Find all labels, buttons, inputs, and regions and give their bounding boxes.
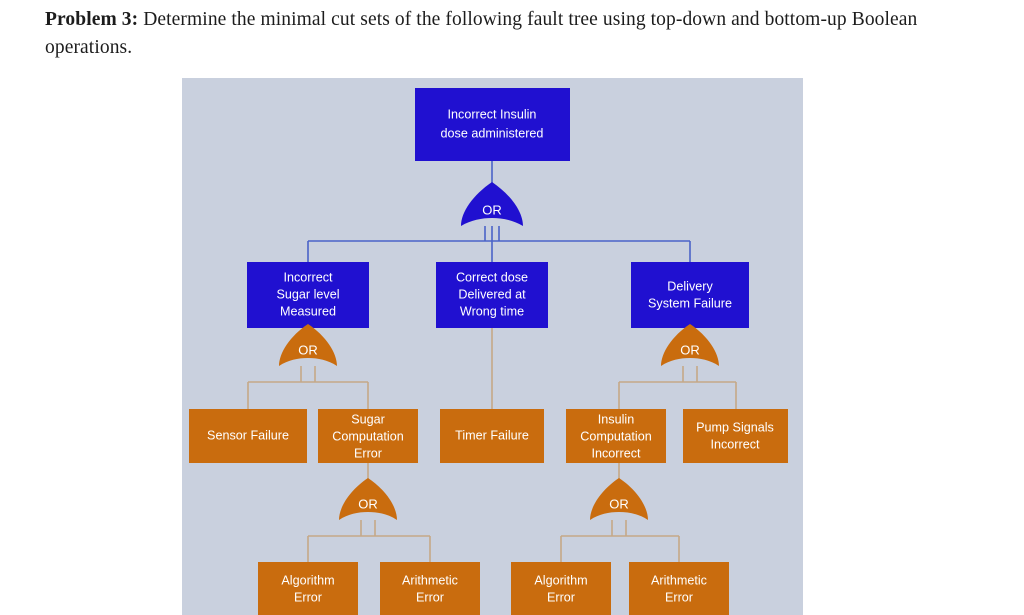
connector-group-top bbox=[307, 161, 691, 262]
gate-or-delivery-system-failure-label: OR bbox=[680, 342, 700, 357]
node-algorithm-error-right-line-2: Error bbox=[547, 590, 575, 604]
node-arithmetic-error-left-line-1: Arithmetic bbox=[402, 573, 458, 587]
node-sugar-computation-error-line-1: Sugar bbox=[351, 412, 385, 426]
node-delivery-system-failure-line-2: System Failure bbox=[648, 296, 732, 310]
node-incorrect-sugar-level-measured-line-2: Sugar level bbox=[276, 287, 339, 301]
node-sensor-failure-box[interactable] bbox=[189, 409, 307, 463]
node-insulin-computation-incorrect-line-1: Insulin bbox=[598, 412, 634, 426]
node-algorithm-error-right[interactable]: Algorithm Error bbox=[511, 562, 611, 615]
gate-or-insulin-computation-incorrect[interactable]: OR bbox=[590, 478, 648, 520]
node-arithmetic-error-right-line-1: Arithmetic bbox=[651, 573, 707, 587]
fault-tree-svg: Incorrect Insulin dose administered OR I… bbox=[189, 88, 788, 615]
node-top-event-label-line-1: Incorrect Insulin bbox=[448, 107, 537, 121]
node-incorrect-sugar-level-measured-line-1: Incorrect bbox=[284, 270, 333, 284]
node-insulin-computation-incorrect-box[interactable] bbox=[566, 409, 666, 463]
node-arithmetic-error-right-box[interactable] bbox=[629, 562, 729, 615]
gate-or-sugar-computation-error[interactable]: OR bbox=[339, 478, 397, 520]
node-sensor-failure[interactable]: Sensor Failure bbox=[189, 409, 307, 463]
node-algorithm-error-left[interactable]: Algorithm Error bbox=[258, 562, 358, 615]
node-correct-dose-line-2: Delivered at bbox=[458, 287, 526, 301]
gate-or-delivery-system-failure-shape[interactable] bbox=[661, 324, 719, 366]
connector-group-orange bbox=[247, 309, 737, 562]
fault-tree-diagram-panel: Incorrect Insulin dose administered OR I… bbox=[182, 78, 803, 615]
node-algorithm-error-left-box[interactable] bbox=[258, 562, 358, 615]
node-top-event-box[interactable] bbox=[415, 88, 570, 161]
node-arithmetic-error-left[interactable]: Arithmetic Error bbox=[380, 562, 480, 615]
node-pump-signals-incorrect-line-1: Pump Signals bbox=[696, 420, 774, 434]
node-delivery-system-failure[interactable]: Delivery System Failure bbox=[631, 262, 749, 328]
gate-or-sugar-computation-error-shape[interactable] bbox=[339, 478, 397, 520]
node-sugar-computation-error-box[interactable] bbox=[318, 409, 418, 463]
node-pump-signals-incorrect-box[interactable] bbox=[683, 409, 788, 463]
node-delivery-system-failure-box[interactable] bbox=[631, 262, 749, 328]
node-sugar-computation-error[interactable]: Sugar Computation Error bbox=[318, 409, 418, 463]
node-algorithm-error-left-line-2: Error bbox=[294, 590, 322, 604]
node-algorithm-error-right-line-1: Algorithm bbox=[534, 573, 587, 587]
node-insulin-computation-incorrect[interactable]: Insulin Computation Incorrect bbox=[566, 409, 666, 463]
gate-or-incorrect-sugar-level-label: OR bbox=[298, 342, 318, 357]
node-arithmetic-error-left-line-2: Error bbox=[416, 590, 444, 604]
node-correct-dose-delivered-at-wrong-time[interactable]: Correct dose Delivered at Wrong time bbox=[436, 262, 548, 328]
node-incorrect-sugar-level-measured-line-3: Measured bbox=[280, 304, 336, 318]
node-algorithm-error-left-line-1: Algorithm bbox=[281, 573, 334, 587]
node-pump-signals-incorrect-line-2: Incorrect bbox=[711, 437, 760, 451]
node-pump-signals-incorrect[interactable]: Pump Signals Incorrect bbox=[683, 409, 788, 463]
gate-or-top[interactable]: OR bbox=[461, 182, 523, 226]
node-insulin-computation-incorrect-line-3: Incorrect bbox=[592, 446, 641, 460]
node-sugar-computation-error-line-2: Computation bbox=[332, 429, 403, 443]
node-incorrect-sugar-level-measured-box[interactable] bbox=[247, 262, 369, 328]
gate-or-sugar-computation-error-label: OR bbox=[358, 496, 378, 511]
problem-text: Determine the minimal cut sets of the fo… bbox=[45, 9, 918, 58]
node-top-event-label-line-2: dose administered bbox=[441, 126, 544, 140]
node-timer-failure[interactable]: Timer Failure bbox=[440, 409, 544, 463]
gate-or-incorrect-sugar-level[interactable]: OR bbox=[279, 324, 337, 366]
node-arithmetic-error-left-box[interactable] bbox=[380, 562, 480, 615]
gate-or-top-label: OR bbox=[482, 202, 502, 217]
node-arithmetic-error-right[interactable]: Arithmetic Error bbox=[629, 562, 729, 615]
problem-label: Problem 3: bbox=[45, 9, 139, 30]
node-incorrect-sugar-level-measured[interactable]: Incorrect Sugar level Measured bbox=[247, 262, 369, 328]
node-top-event[interactable]: Incorrect Insulin dose administered bbox=[415, 88, 570, 161]
gate-or-insulin-computation-incorrect-label: OR bbox=[609, 496, 629, 511]
node-arithmetic-error-right-line-2: Error bbox=[665, 590, 693, 604]
node-sensor-failure-label: Sensor Failure bbox=[207, 428, 289, 442]
node-insulin-computation-incorrect-line-2: Computation bbox=[580, 429, 651, 443]
gate-or-insulin-computation-incorrect-shape[interactable] bbox=[590, 478, 648, 520]
node-sugar-computation-error-line-3: Error bbox=[354, 446, 382, 460]
node-correct-dose-delivered-at-wrong-time-box[interactable] bbox=[436, 262, 548, 328]
node-timer-failure-label: Timer Failure bbox=[455, 428, 529, 442]
gate-or-incorrect-sugar-level-shape[interactable] bbox=[279, 324, 337, 366]
node-timer-failure-box[interactable] bbox=[440, 409, 544, 463]
node-delivery-system-failure-line-1: Delivery bbox=[667, 279, 713, 293]
gate-or-top-shape[interactable] bbox=[461, 182, 523, 226]
node-correct-dose-line-1: Correct dose bbox=[456, 270, 528, 284]
node-correct-dose-line-3: Wrong time bbox=[460, 304, 524, 318]
problem-statement: Problem 3: Determine the minimal cut set… bbox=[45, 6, 973, 61]
gate-or-delivery-system-failure[interactable]: OR bbox=[661, 324, 719, 366]
node-algorithm-error-right-box[interactable] bbox=[511, 562, 611, 615]
